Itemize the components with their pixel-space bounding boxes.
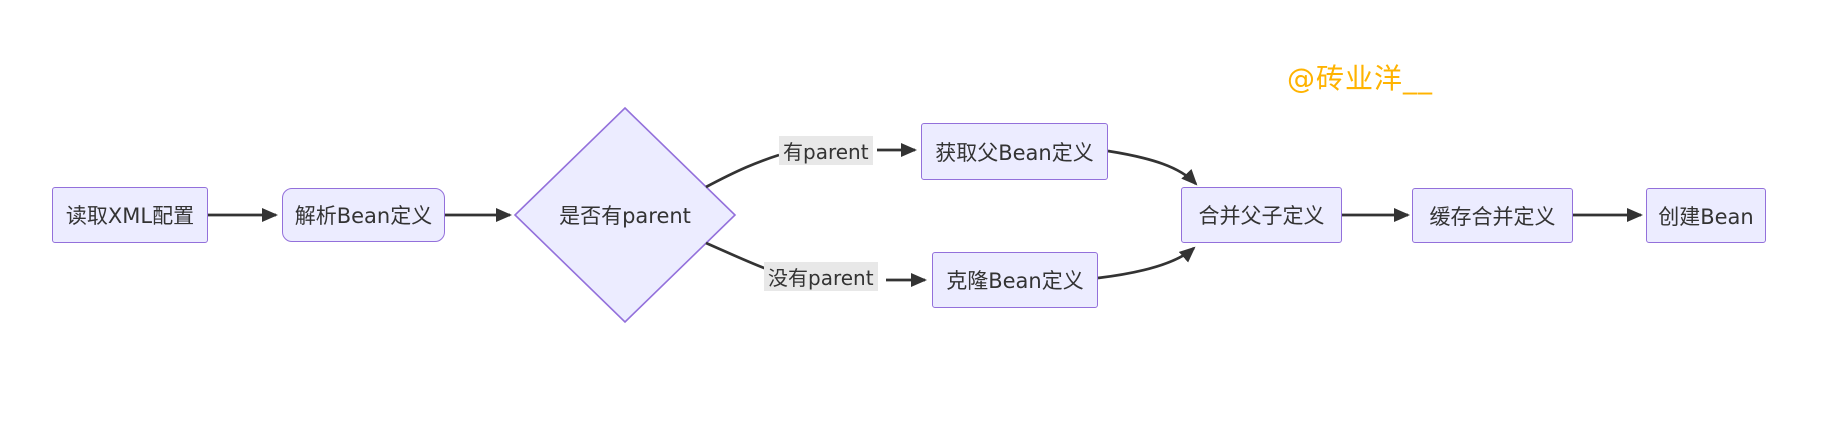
node-clone-bean-definition: 克隆Bean定义	[932, 252, 1098, 308]
edge-decision-to-noparent-label	[705, 241, 773, 273]
node-get-parent-bean-definition: 获取父Bean定义	[921, 123, 1108, 180]
edge-clone-to-merge	[1097, 246, 1196, 280]
watermark-text: @砖业洋__	[1287, 62, 1434, 95]
edge-decision-to-hasparent-label	[705, 153, 780, 189]
node-merge-parent-child-definition: 合并父子定义	[1181, 187, 1342, 243]
edge-getparent-to-merge	[1107, 149, 1198, 186]
edge-label-has-parent: 有parent	[779, 136, 873, 165]
node-read-xml-config: 读取XML配置	[52, 187, 208, 243]
node-cache-merged-definition: 缓存合并定义	[1412, 188, 1573, 243]
node-create-bean: 创建Bean	[1646, 188, 1766, 243]
decision-has-parent-label: 是否有parent	[559, 204, 691, 228]
node-parse-bean-definition: 解析Bean定义	[282, 188, 445, 242]
edge-label-no-parent: 没有parent	[764, 262, 878, 291]
decision-diamond-shape	[513, 106, 737, 324]
